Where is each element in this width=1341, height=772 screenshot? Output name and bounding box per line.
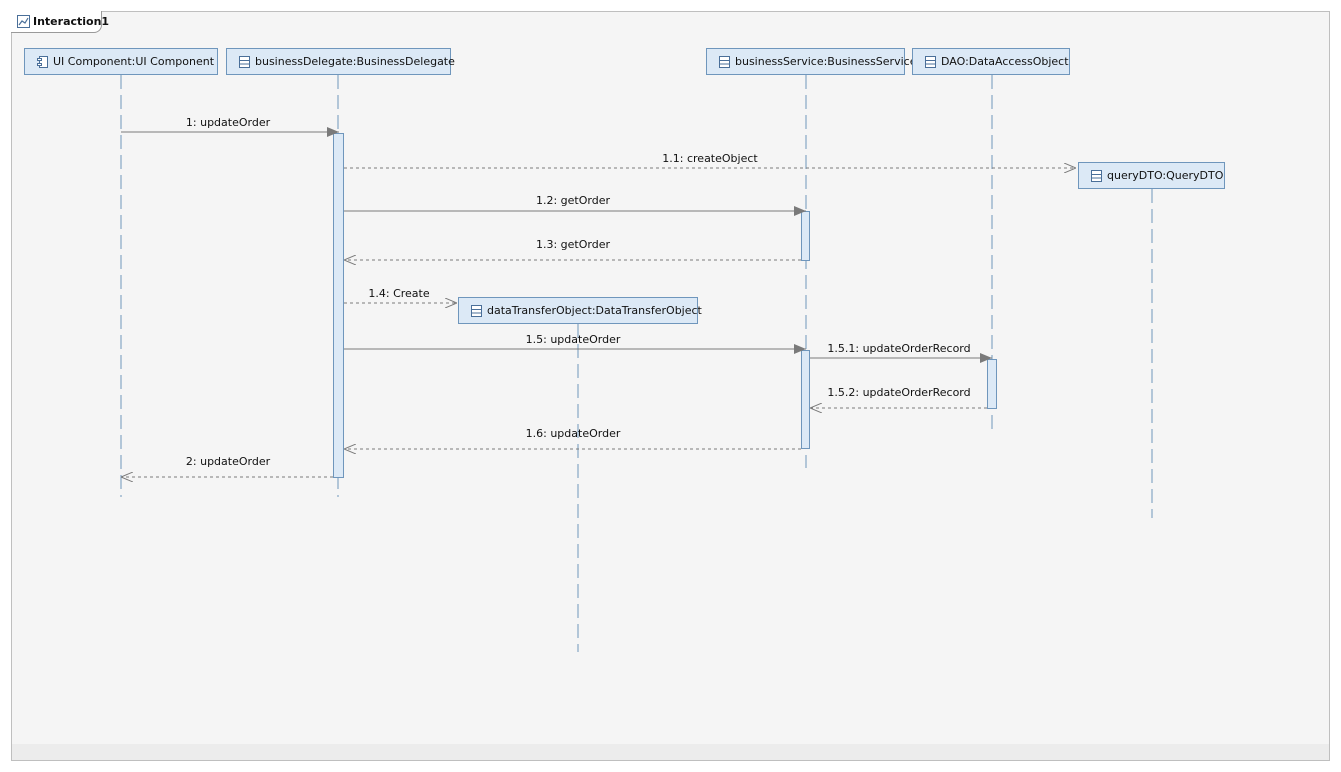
- frame-title: Interaction1: [33, 15, 110, 28]
- activation-business-service-update: [801, 350, 810, 449]
- lifeline-label-business-service: businessService:BusinessService: [735, 55, 917, 68]
- lifeline-label-ui-component: UI Component:UI Component: [53, 55, 215, 68]
- lifeline-box-query-dto[interactable]: queryDTO:QueryDTO: [1078, 162, 1225, 189]
- lifeline-box-data-transfer-object[interactable]: dataTransferObject:DataTransferObject: [458, 297, 702, 324]
- lifeline-box-dao[interactable]: DAO:DataAccessObject: [912, 48, 1070, 75]
- message-label-1-5-2[interactable]: 1.5.2: updateOrderRecord: [827, 386, 971, 399]
- activation-dao: [987, 359, 997, 409]
- message-label-1[interactable]: 1: updateOrder: [185, 116, 271, 129]
- message-label-1-4[interactable]: 1.4: Create: [368, 287, 430, 300]
- component-icon: [37, 56, 48, 68]
- lifeline-label-query-dto: queryDTO:QueryDTO: [1107, 169, 1224, 182]
- interaction-frame: [11, 11, 1330, 761]
- frame-bottom-band: [12, 744, 1329, 760]
- interaction-icon: [17, 15, 30, 28]
- lifeline-label-dao: DAO:DataAccessObject: [941, 55, 1069, 68]
- message-label-2[interactable]: 2: updateOrder: [185, 455, 271, 468]
- message-label-1-1[interactable]: 1.1: createObject: [662, 152, 758, 165]
- message-label-1-3[interactable]: 1.3: getOrder: [535, 238, 611, 251]
- class-icon: [1091, 170, 1102, 182]
- message-label-1-6[interactable]: 1.6: updateOrder: [525, 427, 621, 440]
- message-label-1-5[interactable]: 1.5: updateOrder: [525, 333, 621, 346]
- class-icon: [239, 56, 250, 68]
- activation-business-service-getorder: [801, 211, 810, 261]
- lifeline-label-data-transfer-object: dataTransferObject:DataTransferObject: [487, 304, 702, 317]
- activation-business-delegate: [333, 133, 344, 478]
- message-label-1-2[interactable]: 1.2: getOrder: [535, 194, 611, 207]
- message-label-1-5-1[interactable]: 1.5.1: updateOrderRecord: [827, 342, 971, 355]
- lifeline-label-business-delegate: businessDelegate:BusinessDelegate: [255, 55, 455, 68]
- lifeline-box-ui-component[interactable]: UI Component:UI Component: [24, 48, 218, 75]
- lifeline-box-business-delegate[interactable]: businessDelegate:BusinessDelegate: [226, 48, 455, 75]
- class-icon: [925, 56, 936, 68]
- frame-title-tab: [11, 11, 102, 33]
- class-icon: [719, 56, 730, 68]
- class-icon: [471, 305, 482, 317]
- lifeline-box-business-service[interactable]: businessService:BusinessService: [706, 48, 916, 75]
